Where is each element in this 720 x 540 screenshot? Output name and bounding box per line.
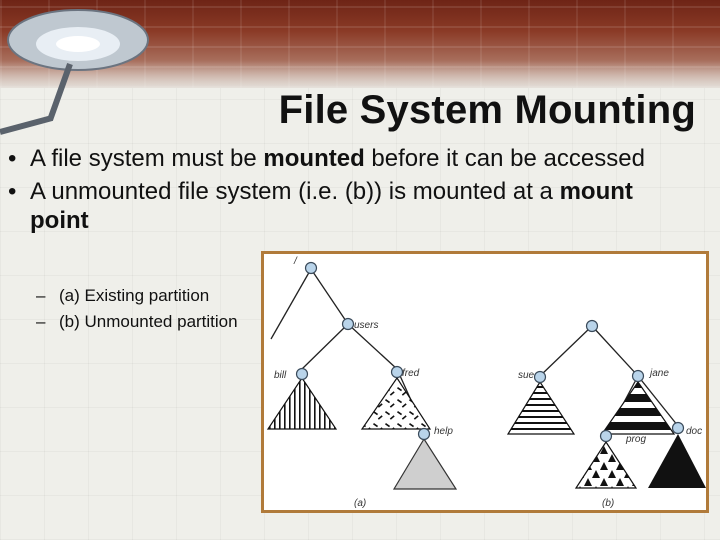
help-subtree (392, 437, 458, 490)
fred-node (390, 365, 404, 379)
sub-bullet-dash: – (36, 312, 46, 331)
bullet-dot: • (8, 145, 17, 172)
sue-subtree (506, 380, 576, 435)
bullet-item: • A file system must be mounted before i… (8, 144, 668, 173)
sub-bullet-dash: – (36, 286, 46, 305)
bullet-list: • A file system must be mounted before i… (8, 144, 668, 239)
bill-subtree (266, 376, 338, 430)
doc-subtree (648, 434, 706, 488)
tree-nodes (295, 261, 685, 443)
bullet-text: A unmounted file system (i.e. (b)) is mo… (30, 178, 560, 205)
doc-node (671, 421, 685, 435)
banner-fade (0, 60, 720, 120)
mount-diagram-figure: / users bill fred help sue jane prog doc… (261, 251, 709, 513)
users-node (341, 317, 355, 331)
desk-lamp-icon (0, 9, 149, 135)
users-label: users (354, 320, 378, 331)
b-root-node (585, 319, 599, 333)
fred-label: fred (402, 368, 420, 379)
tree-diagram: / users bill fred help sue jane prog doc… (266, 256, 706, 509)
bullet-bold-term: mount point (30, 178, 633, 234)
prog-node (599, 429, 613, 443)
sub-bullet-item: – (b) Unmounted partition (36, 309, 238, 335)
sue-node (533, 370, 547, 384)
root-label: / (293, 256, 298, 267)
bullet-text: A file system must be (30, 145, 264, 172)
bullet-bold-term: mounted (263, 145, 365, 172)
sub-bullet-item: – (a) Existing partition (36, 283, 238, 309)
slide-title: File System Mounting (278, 88, 696, 132)
bullet-item: • A unmounted file system (i.e. (b)) is … (8, 177, 668, 235)
jane-node (631, 369, 645, 383)
help-label: help (434, 426, 453, 437)
bill-node (295, 367, 309, 381)
sub-bullet-text: (a) Existing partition (59, 286, 210, 305)
help-node (417, 427, 431, 441)
jane-subtree (600, 380, 676, 435)
bullet-text: before it can be accessed (364, 145, 645, 172)
root-node (304, 261, 318, 275)
sub-bullet-text: (b) Unmounted partition (59, 312, 238, 331)
caption-a: (a) (354, 498, 366, 509)
bullet-dot: • (8, 178, 17, 205)
bill-label: bill (274, 370, 287, 381)
jane-label: jane (648, 368, 669, 379)
prog-label: prog (625, 434, 646, 445)
prog-subtree (574, 440, 638, 489)
caption-b: (b) (602, 498, 614, 509)
fred-subtree (360, 376, 432, 430)
sue-label: sue (518, 370, 535, 381)
doc-label: doc (686, 426, 702, 437)
sub-bullet-list: – (a) Existing partition – (b) Unmounted… (36, 283, 238, 335)
